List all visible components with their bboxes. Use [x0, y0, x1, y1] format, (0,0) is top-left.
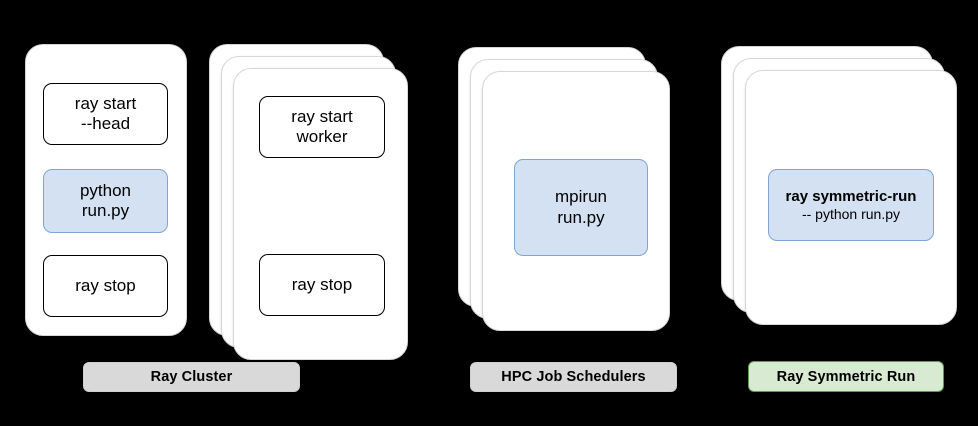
- step-ray-stop-head[interactable]: ray stop: [43, 255, 168, 317]
- step-line-1: ray start: [291, 106, 353, 126]
- step-line-1: ray stop: [75, 275, 136, 295]
- ray-cluster-head-node-card[interactable]: ray start --head python run.py ray stop: [25, 44, 187, 336]
- group-ray-cluster: ray start --head python run.py ray stop …: [0, 0, 420, 426]
- ray-cluster-worker-node-card-front[interactable]: ray start worker ray stop: [233, 68, 408, 360]
- step-line-1: ray stop: [291, 274, 353, 294]
- step-line-1: ray symmetric-run: [785, 187, 917, 205]
- plate-label: Ray Symmetric Run: [776, 368, 916, 385]
- step-line-2: run.py: [557, 207, 605, 227]
- plate-label: HPC Job Schedulers: [501, 369, 646, 385]
- step-line-2: worker: [296, 127, 348, 146]
- step-ray-start-head[interactable]: ray start --head: [43, 83, 168, 145]
- hpc-node-card-front[interactable]: mpirun run.py: [482, 71, 670, 331]
- step-line-1: python: [79, 180, 132, 200]
- step-ray-start-worker[interactable]: ray start worker: [259, 96, 385, 158]
- symmetric-node-card-front[interactable]: ray symmetric-run -- python run.py: [745, 70, 957, 325]
- plate-ray-cluster: Ray Cluster: [83, 362, 300, 392]
- step-mpirun-run-py[interactable]: mpirun run.py: [514, 159, 648, 256]
- step-line-1: ray start: [74, 93, 137, 113]
- plate-ray-symmetric-run: Ray Symmetric Run: [748, 361, 944, 392]
- step-line-2: run.py: [81, 201, 130, 220]
- step-ray-symmetric-run-cmd[interactable]: ray symmetric-run -- python run.py: [768, 169, 934, 241]
- step-ray-stop-worker[interactable]: ray stop: [259, 254, 385, 316]
- step-line-1: mpirun: [555, 187, 607, 207]
- step-python-run-py[interactable]: python run.py: [43, 169, 168, 233]
- plate-label: Ray Cluster: [150, 369, 233, 385]
- step-line-2: -- python run.py: [801, 205, 901, 222]
- plate-hpc-job-schedulers: HPC Job Schedulers: [470, 362, 677, 392]
- step-line-2: --head: [80, 114, 131, 133]
